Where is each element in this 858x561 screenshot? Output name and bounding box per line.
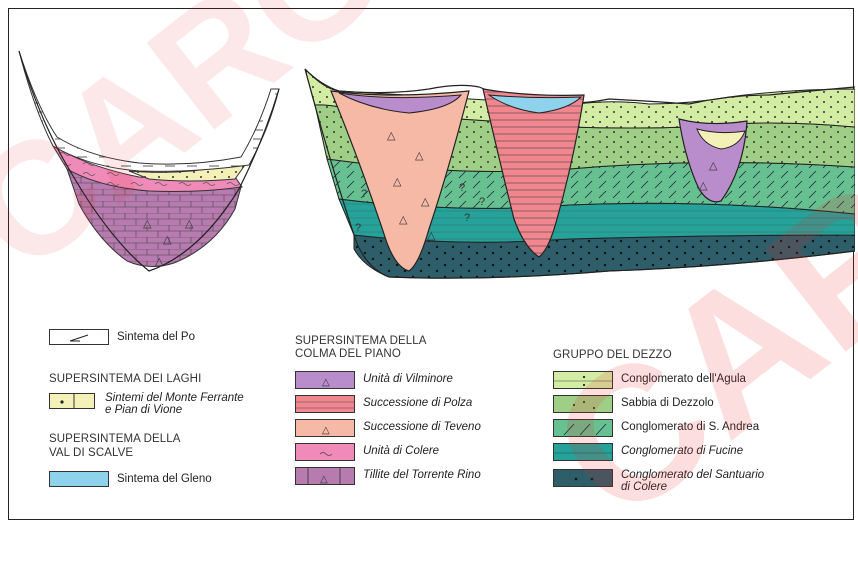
legend-label-teveno: Successione di Teveno <box>363 421 481 433</box>
figure-frame: △ △ △ △ △ △ △ △ △ △ △ △ ? ? ? ? ? Sintem… <box>8 8 854 520</box>
swatch-agula <box>553 371 613 389</box>
legend-label-fucine: Conglomerato di Fucine <box>621 445 743 457</box>
legend-header-dezzo: GRUPPO DEL DEZZO <box>553 349 672 362</box>
legend-header-scalve-1: SUPERSINTEMA DELLA <box>49 433 181 446</box>
question-mark: ? <box>361 188 367 200</box>
triangle-icon: △ <box>399 214 408 226</box>
triangle-icon: △ <box>143 218 152 230</box>
svg-text:△: △ <box>320 474 328 485</box>
swatch-teveno: △ <box>295 419 355 437</box>
legend-label-ferrante-2: e Pian di Vione <box>105 404 182 416</box>
legend-label-vilminore: Unità di Vilminore <box>363 373 453 385</box>
legend-label-tillite: Tillite del Torrente Rino <box>363 469 481 481</box>
legend-header-laghi: SUPERSINTEMA DEI LAGHI <box>49 373 201 386</box>
legend-label-colere: Unità di Colere <box>363 445 439 457</box>
triangle-icon: △ <box>709 160 718 172</box>
legend-label-sandrea: Conglomerato di S. Andrea <box>621 421 759 433</box>
triangle-icon: △ <box>421 196 430 208</box>
swatch-colere <box>295 443 355 461</box>
right-section <box>305 69 855 278</box>
swatch-santuario <box>553 469 613 487</box>
triangle-icon: △ <box>699 180 708 192</box>
triangle-icon: △ <box>163 234 172 246</box>
legend-label-po: Sintema del Po <box>117 331 195 343</box>
triangle-icon: △ <box>155 256 164 268</box>
legend-label-polza: Successione di Polza <box>363 397 472 409</box>
legend-header-colma-1: SUPERSINTEMA DELLA <box>295 335 427 348</box>
swatch-tillite: △ <box>295 467 355 485</box>
triangle-icon: △ <box>185 218 194 230</box>
legend-header-colma-2: COLMA DEL PIANO <box>295 348 401 361</box>
swatch-gleno <box>49 471 109 487</box>
svg-text:△: △ <box>322 425 330 436</box>
question-mark: ? <box>355 222 361 234</box>
left-valley <box>19 51 279 271</box>
legend-label-agula: Conglomerato dell'Agula <box>621 373 746 385</box>
triangle-icon: △ <box>387 130 396 142</box>
triangle-icon: △ <box>427 230 436 242</box>
question-mark: ? <box>459 182 465 194</box>
svg-text:△: △ <box>322 377 330 388</box>
triangle-icon: △ <box>415 150 424 162</box>
legend-header-scalve-2: VAL DI SCALVE <box>49 447 133 460</box>
geological-cross-section: △ △ △ △ △ △ △ △ △ △ △ △ ? ? ? ? ? <box>9 9 855 309</box>
swatch-sandrea <box>553 419 613 437</box>
swatch-fucine <box>553 443 613 461</box>
swatch-po <box>49 329 109 345</box>
question-mark: ? <box>464 212 470 224</box>
legend-label-santuario-2: di Colere <box>621 481 667 493</box>
legend-label-ferrante-1: Sintemi del Monte Ferrante <box>105 392 244 404</box>
swatch-ferrante <box>49 393 95 409</box>
swatch-vilminore: △ <box>295 371 355 389</box>
swatch-polza <box>295 395 355 413</box>
triangle-icon: △ <box>393 176 402 188</box>
legend-label-dezzolo: Sabbia di Dezzolo <box>621 397 714 409</box>
legend-label-santuario-1: Conglomerato del Santuario <box>621 469 764 481</box>
question-mark: ? <box>479 196 485 208</box>
legend-label-gleno: Sintema del Gleno <box>117 473 212 485</box>
swatch-dezzolo <box>553 395 613 413</box>
